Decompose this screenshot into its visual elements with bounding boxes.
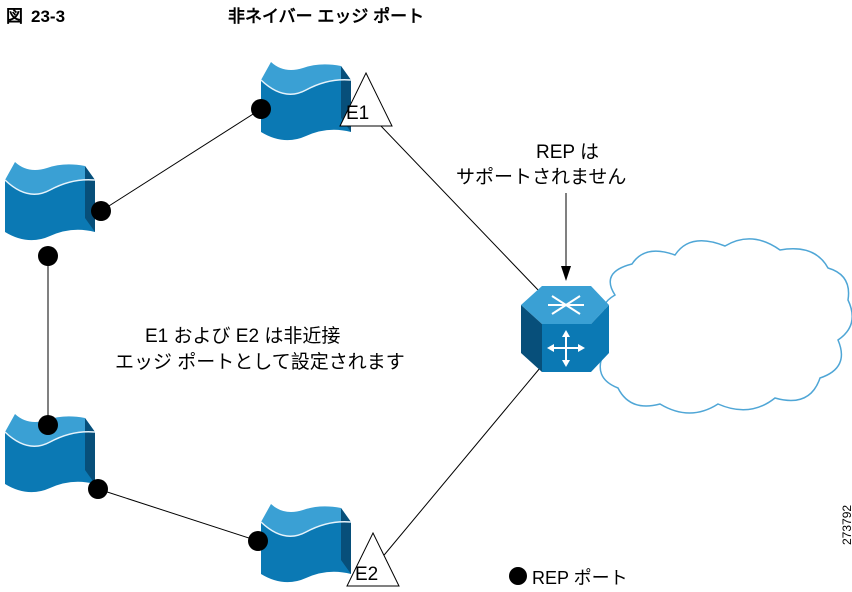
svg-text:E1: E1 <box>346 103 369 124</box>
switch-left-upper <box>4 161 96 241</box>
edge-port-e1: E1 <box>339 71 393 127</box>
figure-number: 23-3 <box>31 7 66 26</box>
edge-ports-line2: エッジ ポートとして設定されます <box>115 351 405 373</box>
svg-text:E2: E2 <box>355 564 378 585</box>
rep-unsupported-line1: REP は <box>536 142 599 163</box>
figure-id: 273792 <box>840 504 852 545</box>
switch-top <box>260 61 352 141</box>
arrow-head <box>561 266 571 281</box>
switch-bottom <box>260 503 352 583</box>
link-lines <box>47 108 567 561</box>
rep-port-dots <box>38 99 271 551</box>
multilayer-switch <box>521 286 609 372</box>
rep-unsupported-line2: サポートされません <box>456 166 626 188</box>
edge-ports-line1: E1 および E2 は非近接 <box>145 325 340 347</box>
figure-title: 非ネイバー エッジ ポート <box>228 7 425 26</box>
figure-header: 図 23-3 非ネイバー エッジ ポート <box>6 2 424 27</box>
edge-port-e2: E2 <box>346 531 400 587</box>
legend-label: REP ポート <box>532 568 628 588</box>
network-cloud <box>594 238 852 414</box>
legend: REP ポート <box>509 567 628 588</box>
legend-dot <box>509 567 527 585</box>
figure-label: 図 <box>6 7 23 26</box>
